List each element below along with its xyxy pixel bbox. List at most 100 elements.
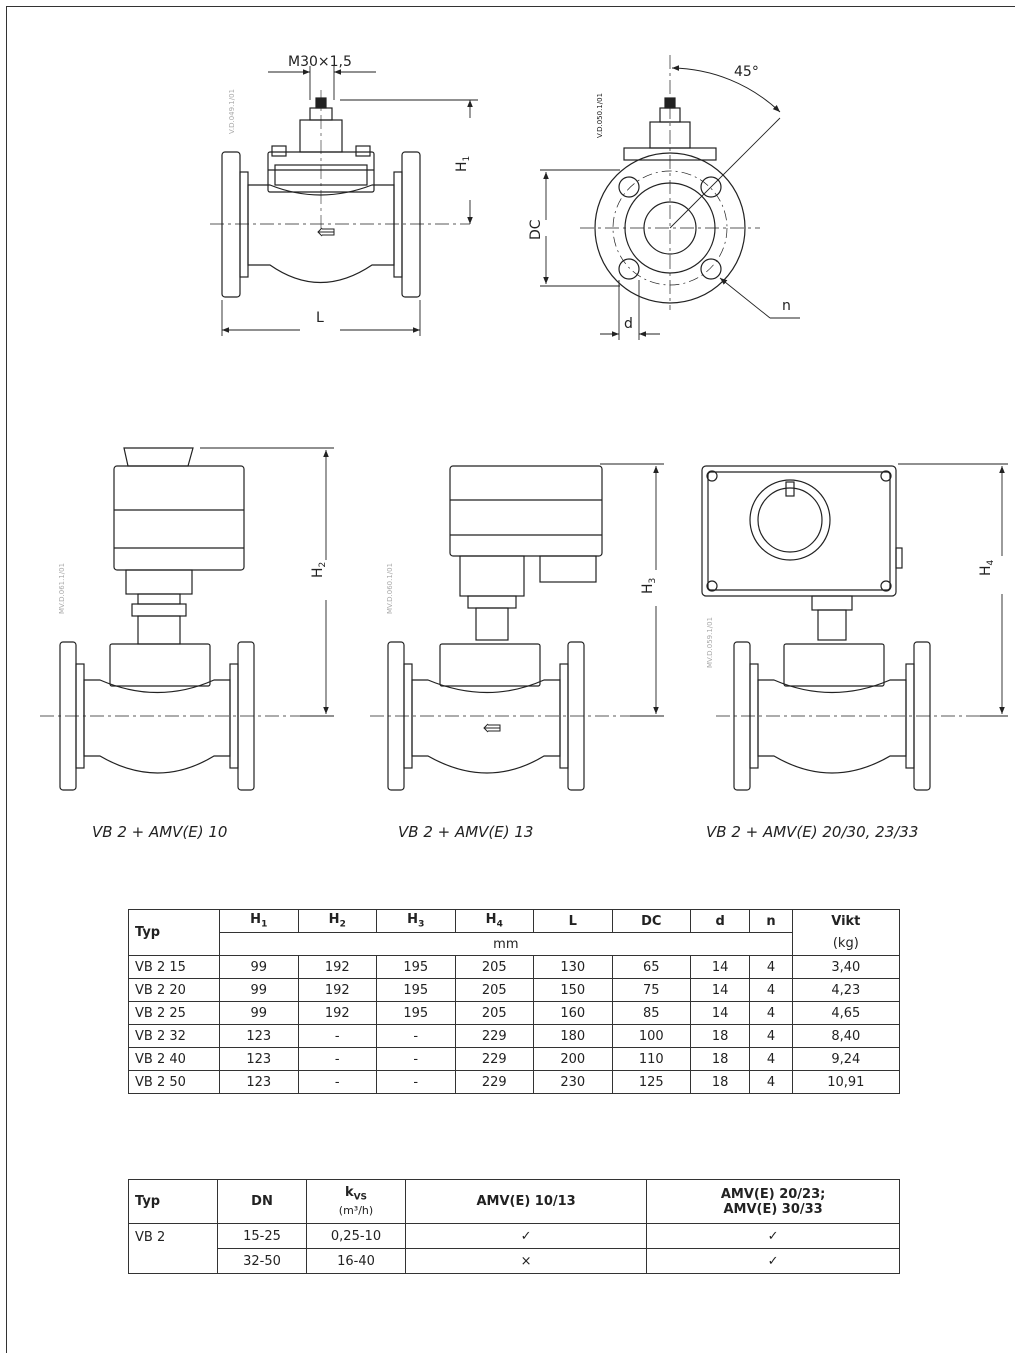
cell-typ: VB 2 15 xyxy=(128,955,220,979)
cell-d: 14 xyxy=(689,1001,751,1025)
cell-typ: VB 2 50 xyxy=(128,1070,220,1094)
cell-h4: 229 xyxy=(454,1047,534,1071)
cell-n: 4 xyxy=(749,1070,793,1094)
cell-h1: 99 xyxy=(219,955,299,979)
cell-d: 18 xyxy=(689,1024,751,1048)
cell-vikt: 10,91 xyxy=(791,1070,901,1094)
col-vikt: Vikt xyxy=(791,909,901,933)
dimensions-unit-row: mm (kg) xyxy=(129,932,901,956)
cell-l: 160 xyxy=(533,1001,613,1025)
compat-amv2023-header: AMV(E) 20/23;AMV(E) 30/33 xyxy=(646,1179,900,1224)
compat-header-row: Typ DN kVS(m³/h) AMV(E) 10/13 AMV(E) 20/… xyxy=(128,1179,900,1224)
cell-l: 230 xyxy=(533,1070,613,1094)
cell-typ: VB 2 25 xyxy=(128,1001,220,1025)
label-h4: H4 xyxy=(978,559,996,576)
cell-vikt: 9,24 xyxy=(791,1047,901,1071)
cell-l: 130 xyxy=(533,955,613,979)
valve-side-view xyxy=(580,55,781,310)
front-view-dimensions xyxy=(221,66,478,336)
cell-n: 4 xyxy=(749,978,793,1002)
cell-vikt: 3,40 xyxy=(791,955,901,979)
cell-l: 180 xyxy=(533,1024,613,1048)
cell-d: 14 xyxy=(689,955,751,979)
cell-h2: 192 xyxy=(297,978,377,1002)
cell-d: 18 xyxy=(689,1070,751,1094)
cell-l: 150 xyxy=(533,978,613,1002)
cell-h4: 205 xyxy=(454,1001,534,1025)
cell-n: 4 xyxy=(749,955,793,979)
cell-l: 200 xyxy=(533,1047,613,1071)
technical-drawings: M30×1,5 H1 L 45° DC d n xyxy=(40,54,1008,791)
col-n: n xyxy=(749,909,793,933)
cell-h1: 99 xyxy=(219,978,299,1002)
compat-typ-cell: VB 2 xyxy=(128,1223,218,1274)
col-d: d xyxy=(689,909,751,933)
cell-h4: 205 xyxy=(454,978,534,1002)
compat-dn-header: DN xyxy=(217,1179,307,1224)
cell-typ: VB 2 20 xyxy=(128,978,220,1002)
cell-h2: - xyxy=(297,1024,377,1048)
label-dc: DC xyxy=(528,219,544,240)
label-angle: 45° xyxy=(734,64,759,80)
compat-amv1013: ✓ xyxy=(404,1223,648,1249)
compat-kvs: 0,25-10 xyxy=(306,1223,406,1249)
drawing-code-amv13: MV.D.060.1/01 xyxy=(386,562,394,614)
compat-amv1013: × xyxy=(404,1248,648,1274)
cell-dc: 100 xyxy=(611,1024,691,1048)
cell-h2: 192 xyxy=(297,1001,377,1025)
cell-h4: 229 xyxy=(454,1024,534,1048)
cell-h3: - xyxy=(376,1070,456,1094)
drawing-code-amv20: MV.D.059.1/01 xyxy=(706,616,714,668)
col-dc: DC xyxy=(611,909,691,933)
drawing-code-side: V.D.050.1/01 xyxy=(596,92,604,138)
amv13-dimensions xyxy=(600,463,664,717)
valve-amv10-view xyxy=(40,447,300,791)
label-h2: H2 xyxy=(310,562,328,578)
cell-dc: 75 xyxy=(611,978,691,1002)
label-h3: H3 xyxy=(640,578,658,594)
compat-dn: 15-25 xyxy=(217,1223,307,1249)
compat-kvs-header: kVS(m³/h) xyxy=(306,1179,406,1224)
cell-h3: 195 xyxy=(376,978,456,1002)
compatibility-table: Typ DN kVS(m³/h) AMV(E) 10/13 AMV(E) 20/… xyxy=(128,1179,900,1274)
unit-kg: (kg) xyxy=(791,932,901,956)
col-h1: H1 xyxy=(219,909,299,933)
compat-amv2023: ✓ xyxy=(646,1223,900,1249)
cell-vikt: 8,40 xyxy=(791,1024,901,1048)
amv10-dimensions xyxy=(200,447,334,717)
amv20-dimensions xyxy=(898,463,1008,717)
cell-h3: 195 xyxy=(376,955,456,979)
label-n: n xyxy=(782,298,791,314)
cell-h3: 195 xyxy=(376,1001,456,1025)
label-l: L xyxy=(316,310,324,326)
side-view-dimensions xyxy=(540,65,800,340)
cell-vikt: 4,65 xyxy=(791,1001,901,1025)
cell-vikt: 4,23 xyxy=(791,978,901,1002)
cell-dc: 85 xyxy=(611,1001,691,1025)
label-h1: H1 xyxy=(454,156,472,172)
caption-amv13: VB 2 + AMV(E) 13 xyxy=(398,823,534,841)
cell-h1: 123 xyxy=(219,1024,299,1048)
valve-amv20-view xyxy=(701,465,980,791)
cell-d: 14 xyxy=(689,978,751,1002)
col-h4: H4 xyxy=(454,909,534,933)
cell-h4: 229 xyxy=(454,1070,534,1094)
cell-dc: 65 xyxy=(611,955,691,979)
caption-amv10: VB 2 + AMV(E) 10 xyxy=(92,823,228,841)
col-h3: H3 xyxy=(376,909,456,933)
valve-amv13-view xyxy=(370,465,630,791)
cell-h4: 205 xyxy=(454,955,534,979)
cell-dc: 110 xyxy=(611,1047,691,1071)
typ-header: Typ xyxy=(128,909,220,956)
page-frame xyxy=(6,6,1015,1353)
cell-n: 4 xyxy=(749,1024,793,1048)
compat-amv2023: ✓ xyxy=(646,1248,900,1274)
cell-h3: - xyxy=(376,1047,456,1071)
compat-amv1013-header: AMV(E) 10/13 xyxy=(404,1179,648,1224)
cell-h3: - xyxy=(376,1024,456,1048)
compat-row: VB 2 15-25 0,25-10 ✓ ✓ xyxy=(128,1223,900,1274)
